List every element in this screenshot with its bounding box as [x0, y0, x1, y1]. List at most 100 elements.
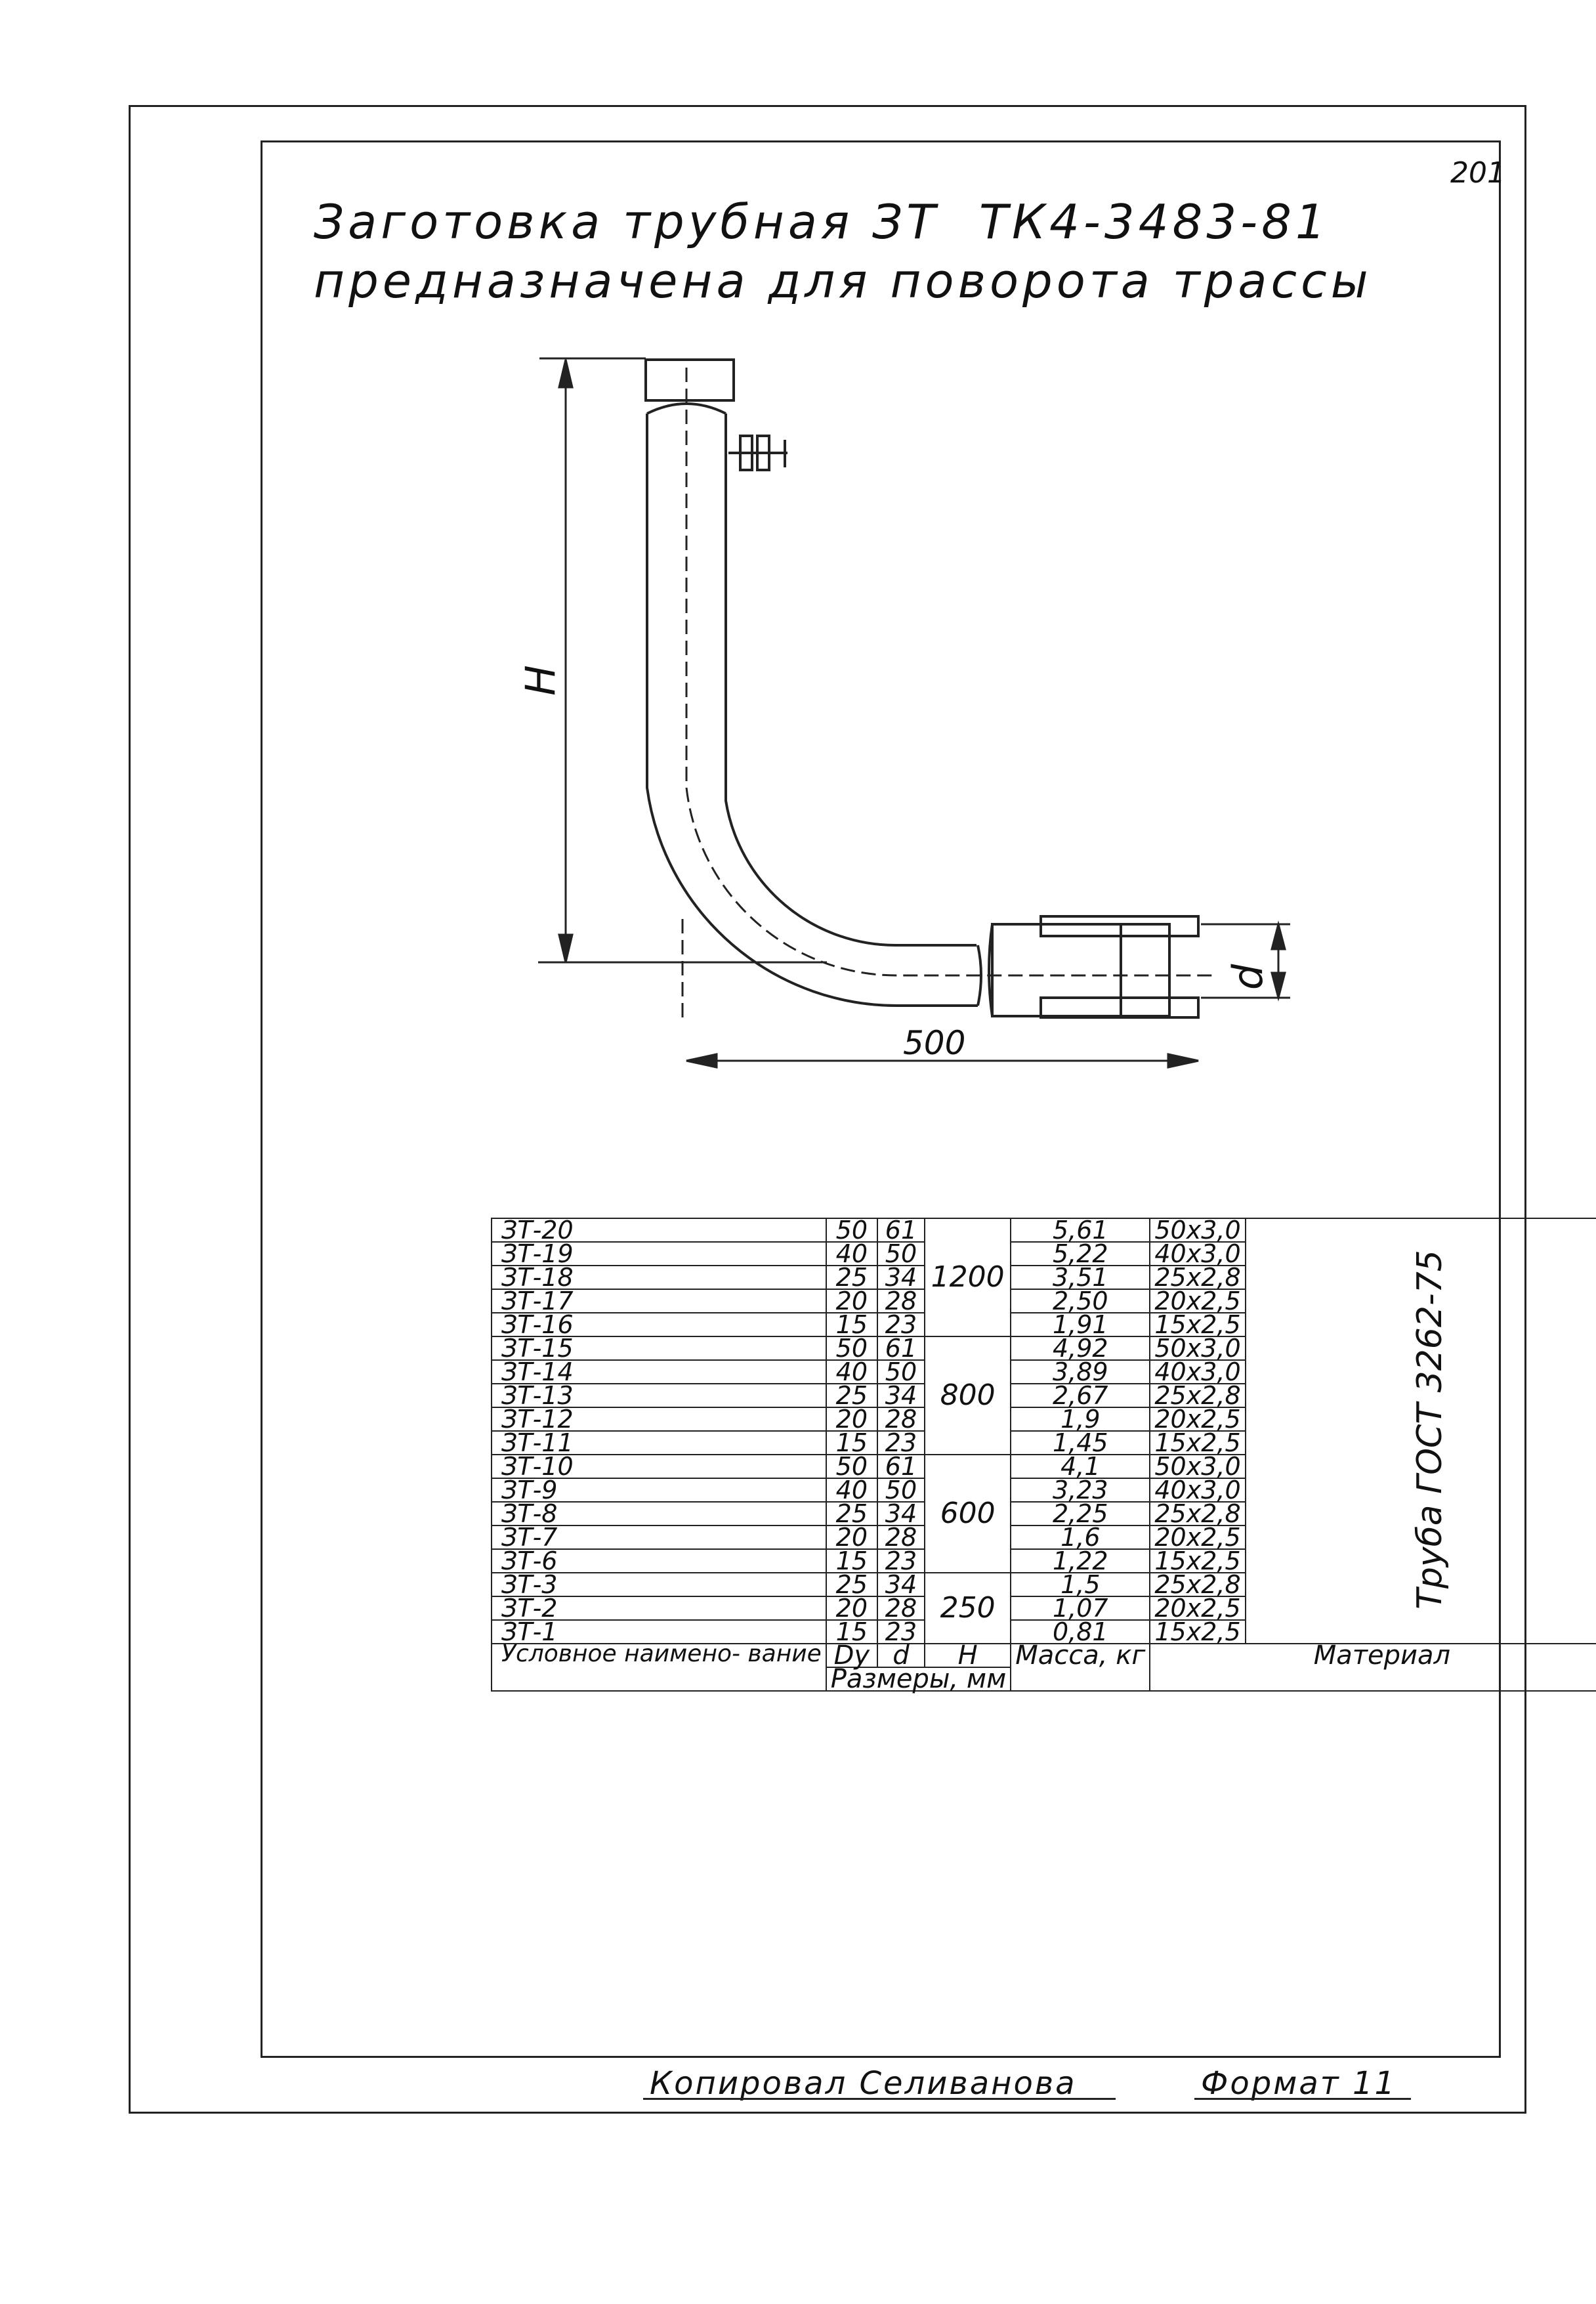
cell-d: 34 — [876, 1383, 926, 1408]
cell-material: 20x2,5 — [1149, 1525, 1246, 1550]
cell-material: 40x3,0 — [1149, 1241, 1246, 1266]
cell-mass: 2,67 — [1010, 1383, 1151, 1408]
dim-d-arrow-top — [1270, 920, 1286, 950]
cell-mass: 1,9 — [1010, 1407, 1151, 1432]
cell-d: 23 — [876, 1430, 926, 1455]
cell-material: 15x2,5 — [1149, 1548, 1246, 1573]
cell-mass: 2,25 — [1010, 1501, 1151, 1526]
cell-name: ЗТ-7 — [491, 1525, 827, 1550]
cell-h: 1200 — [924, 1218, 1012, 1337]
header-name: Условное наимено- вание — [491, 1642, 827, 1692]
cell-d: 34 — [876, 1572, 926, 1597]
page-number: 201 — [1450, 156, 1505, 190]
cell-name: ЗТ-6 — [491, 1548, 827, 1573]
cell-name: ЗТ-18 — [491, 1265, 827, 1290]
header-material: Материал — [1149, 1642, 1596, 1692]
cell-d: 28 — [876, 1289, 926, 1313]
cell-name: ЗТ-3 — [491, 1572, 827, 1597]
cell-dy: 50 — [825, 1336, 878, 1361]
coupling-body — [991, 923, 1171, 1017]
cell-d: 50 — [876, 1241, 926, 1266]
cell-mass: 3,89 — [1010, 1359, 1151, 1384]
cell-h: 250 — [924, 1572, 1012, 1644]
pipe-inner-wall — [724, 414, 976, 947]
bolt-nut-2 — [756, 435, 770, 471]
cell-dy: 40 — [825, 1478, 878, 1503]
cell-h: 800 — [924, 1336, 1012, 1455]
material-standard-text: Труба ГОСТ 3262-75 — [1410, 1250, 1450, 1610]
dim-diameter-label: d — [1224, 964, 1272, 991]
cell-dy: 20 — [825, 1289, 878, 1313]
cell-name: ЗТ-19 — [491, 1241, 827, 1266]
cell-d: 28 — [876, 1596, 926, 1621]
cell-material: 20x2,5 — [1149, 1407, 1246, 1432]
centerline-bend — [685, 787, 1214, 977]
cell-mass: 3,51 — [1010, 1265, 1151, 1290]
cell-d: 34 — [876, 1265, 926, 1290]
cell-material: 20x2,5 — [1149, 1596, 1246, 1621]
cell-name: ЗТ-14 — [491, 1359, 827, 1384]
cell-material: 15x2,5 — [1149, 1312, 1246, 1337]
cell-d: 50 — [876, 1478, 926, 1503]
cell-material: 50x3,0 — [1149, 1218, 1246, 1243]
pipe-drawing — [538, 357, 1290, 1069]
cell-dy: 15 — [825, 1548, 878, 1573]
cell-name: ЗТ-15 — [491, 1336, 827, 1361]
cell-mass: 0,81 — [1010, 1619, 1151, 1644]
cell-mass: 2,50 — [1010, 1289, 1151, 1313]
cell-material: 25x2,8 — [1149, 1265, 1246, 1290]
cell-dy: 20 — [825, 1407, 878, 1432]
cell-name: ЗТ-10 — [491, 1454, 827, 1479]
cell-mass: 1,45 — [1010, 1430, 1151, 1455]
header-h: H — [924, 1642, 1012, 1669]
footer-rule-left — [643, 2098, 1116, 2100]
cell-d: 61 — [876, 1218, 926, 1243]
cell-material: 15x2,5 — [1149, 1619, 1246, 1644]
cell-mass: 4,92 — [1010, 1336, 1151, 1361]
cell-mass: 1,91 — [1010, 1312, 1151, 1337]
cell-mass: 1,5 — [1010, 1572, 1151, 1597]
cell-name: ЗТ-2 — [491, 1596, 827, 1621]
header-mass: Масса, кг — [1010, 1642, 1151, 1692]
cell-name: ЗТ-16 — [491, 1312, 827, 1337]
pipe-break-right — [988, 924, 994, 1017]
cell-name: ЗТ-17 — [491, 1289, 827, 1313]
cell-mass: 1,22 — [1010, 1548, 1151, 1573]
cell-dy: 15 — [825, 1312, 878, 1337]
cell-dy: 15 — [825, 1619, 878, 1644]
cell-material: 40x3,0 — [1149, 1478, 1246, 1503]
bolt-nut-1 — [739, 435, 753, 471]
cell-material: 20x2,5 — [1149, 1289, 1246, 1313]
cell-material: 40x3,0 — [1149, 1359, 1246, 1384]
dim-length-label: 500 — [903, 1024, 966, 1062]
cell-material-standard: Труба ГОСТ 3262-75 — [1244, 1218, 1596, 1644]
cell-d: 34 — [876, 1501, 926, 1526]
cell-d: 28 — [876, 1407, 926, 1432]
cell-mass: 3,23 — [1010, 1478, 1151, 1503]
cell-mass: 1,6 — [1010, 1525, 1151, 1550]
cell-dy: 25 — [825, 1501, 878, 1526]
cell-dy: 50 — [825, 1218, 878, 1243]
cell-dy: 20 — [825, 1525, 878, 1550]
cell-material: 15x2,5 — [1149, 1430, 1246, 1455]
header-dy: Dy — [825, 1642, 878, 1669]
cell-h: 600 — [924, 1454, 1012, 1573]
cell-mass: 4,1 — [1010, 1454, 1151, 1479]
cell-mass: 5,61 — [1010, 1218, 1151, 1243]
cell-material: 25x2,8 — [1149, 1501, 1246, 1526]
cell-d: 23 — [876, 1619, 926, 1644]
